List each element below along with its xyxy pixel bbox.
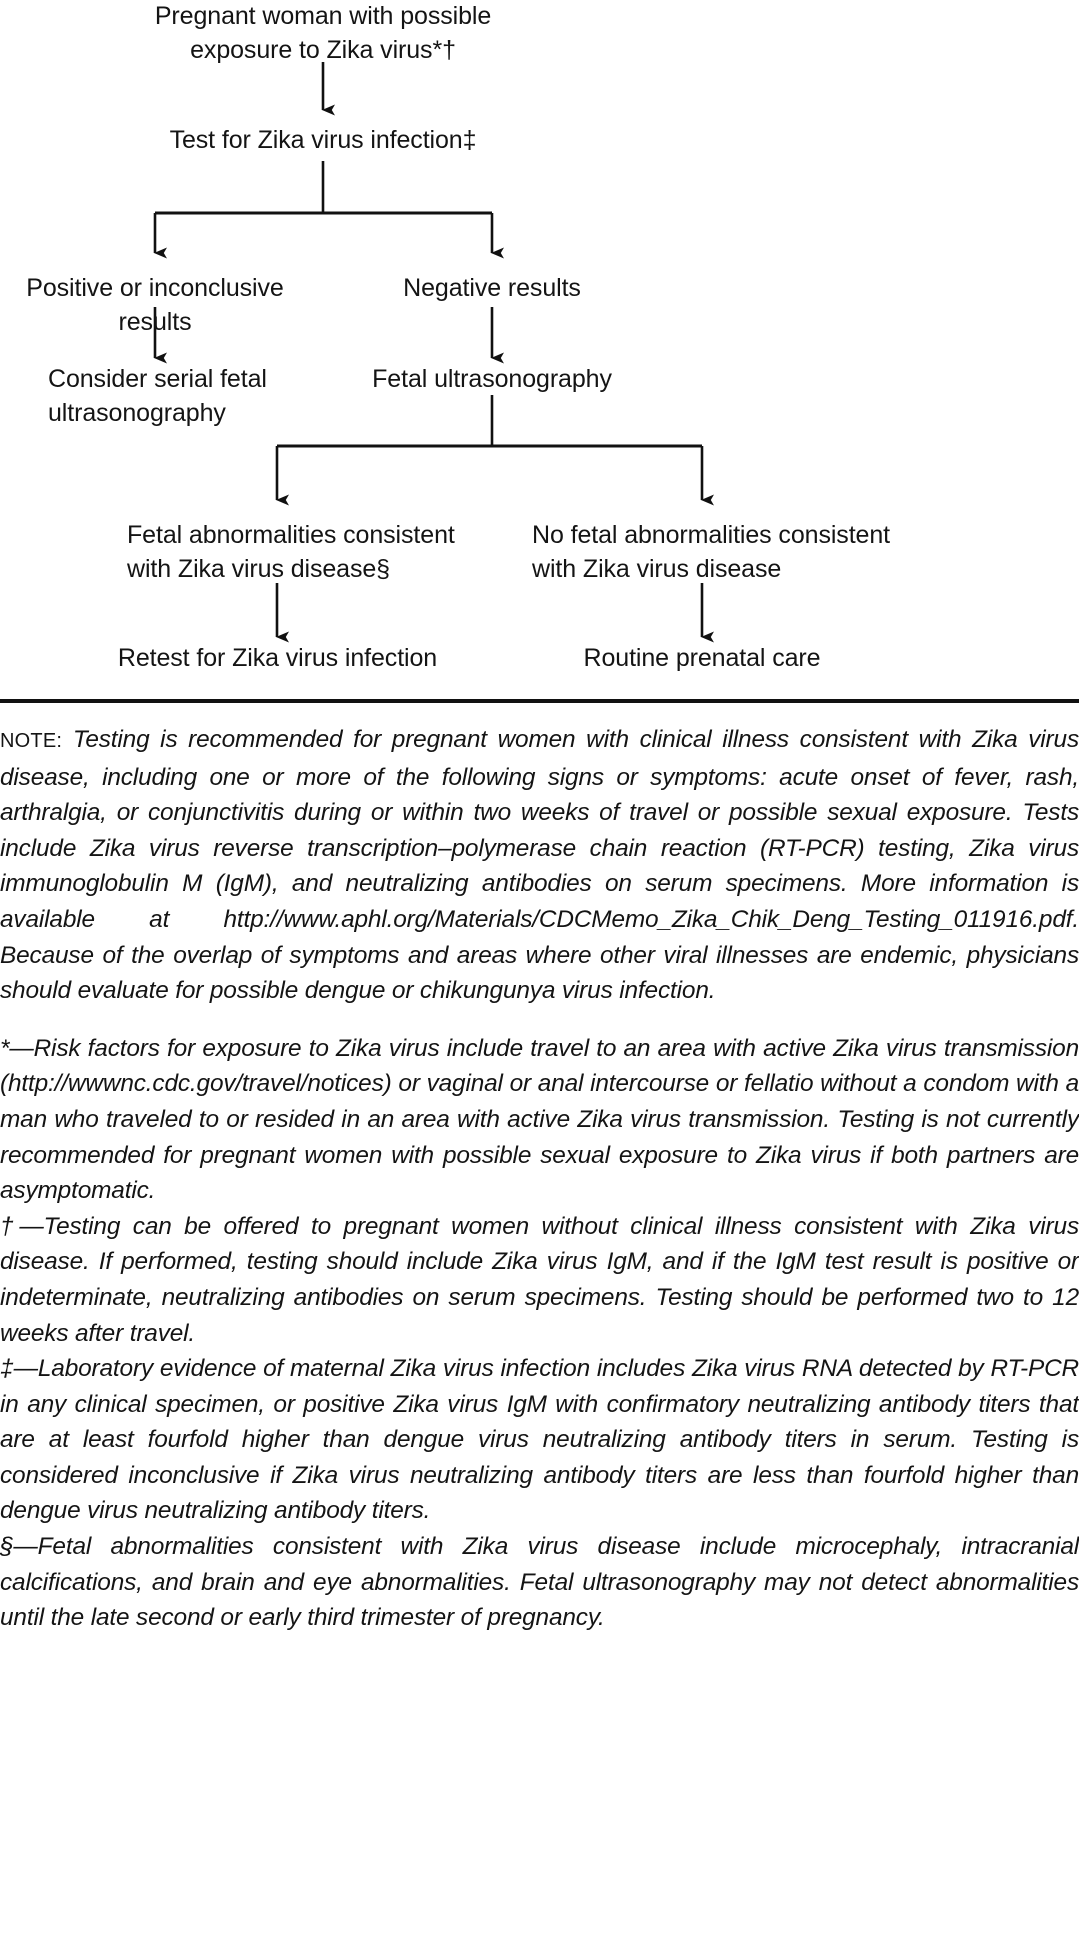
notes-section: NOTE: Testing is recommended for pregnan… (0, 722, 1079, 1636)
flow-node-consider-serial-us: Consider serial fetal ultrasonography (48, 365, 267, 427)
footnote-dagger: †—Testing can be offered to pregnant wom… (0, 1212, 1079, 1347)
note-paragraph: NOTE: Testing is recommended for pregnan… (0, 722, 1079, 1009)
section-divider (0, 699, 1079, 703)
flow-node-no-fetal-abnormalities: No fetal abnormalities consistent with Z… (532, 521, 890, 583)
zika-testing-flowchart: Pregnant woman with possible exposure to… (0, 0, 1079, 700)
note-body: Testing is recommended for pregnant wome… (0, 726, 1079, 1005)
flow-node-positive-results: Positive or inconclusive results (26, 274, 284, 336)
flow-node-fetal-ultrasonography: Fetal ultrasonography (372, 365, 612, 393)
flow-node-retest: Retest for Zika virus infection (117, 644, 438, 672)
flow-node-negative-results: Negative results (403, 274, 581, 302)
flow-node-test: Test for Zika virus infection‡ (169, 126, 477, 154)
footnote-double-dagger: ‡—Laboratory evidence of maternal Zika v… (0, 1355, 1079, 1525)
note-label: NOTE: (0, 730, 63, 752)
flow-node-fetal-abnormalities: Fetal abnormalities consistent with Zika… (127, 521, 455, 583)
footnote-asterisk: *—Risk factors for exposure to Zika viru… (0, 1034, 1079, 1205)
flowchart-connectors (153, 62, 714, 643)
footnote-section: §—Fetal abnormalities consistent with Zi… (0, 1533, 1079, 1632)
flow-node-root: Pregnant woman with possible exposure to… (154, 2, 492, 64)
flow-node-routine-prenatal-care: Routine prenatal care (583, 644, 821, 672)
